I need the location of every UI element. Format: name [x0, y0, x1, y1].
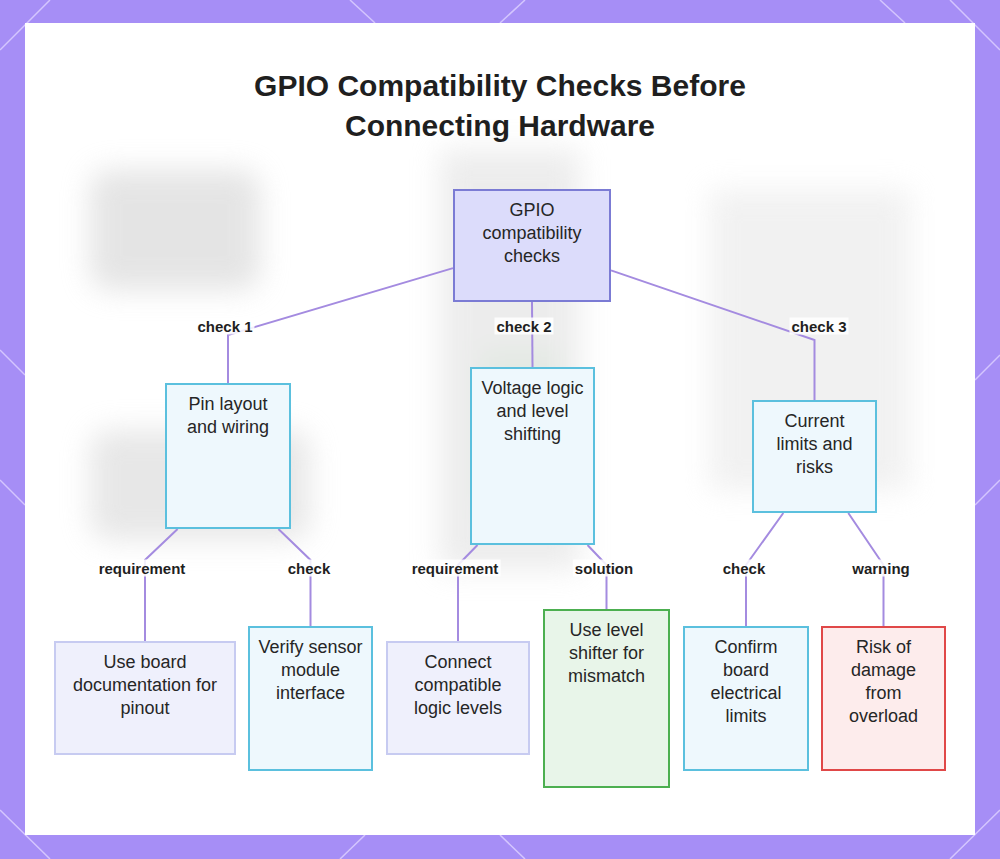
- connector-line: [531, 302, 534, 367]
- connector-line: [145, 529, 178, 641]
- connector-line: [278, 529, 310, 626]
- connector-line: [611, 270, 815, 400]
- node-text: Voltage logic and level shifting: [480, 377, 585, 446]
- node-text: Confirm board electrical limits: [693, 636, 799, 728]
- check-box: Voltage logic and level shifting: [470, 367, 595, 545]
- node-text: GPIO compatibility checks: [463, 199, 601, 268]
- solution-box: Use level shifter for mismatch: [543, 609, 670, 788]
- connector-line: [228, 268, 453, 383]
- node-text: Connect compatible logic levels: [396, 651, 520, 720]
- edge-label: warning: [850, 560, 912, 577]
- node-text: Verify sensor module interface: [258, 636, 363, 705]
- edge-label: solution: [573, 560, 635, 577]
- node-text: Pin layout and wiring: [175, 393, 281, 439]
- requirement-box: Use board documentation for pinout: [54, 641, 236, 755]
- root-box: GPIO compatibility checks: [453, 189, 611, 302]
- edge-label: check 1: [195, 318, 254, 335]
- check-box: Pin layout and wiring: [165, 383, 291, 529]
- check-box: Confirm board electrical limits: [683, 626, 809, 771]
- requirement-box: Connect compatible logic levels: [386, 641, 530, 755]
- check-box: Verify sensor module interface: [248, 626, 373, 771]
- node-text: Current limits and risks: [762, 410, 867, 479]
- warning-box: Risk of damage from overload: [821, 626, 946, 771]
- connector-line: [588, 545, 607, 609]
- edge-label: requirement: [410, 560, 501, 577]
- edge-label: check 2: [494, 318, 553, 335]
- node-text: Use level shifter for mismatch: [553, 619, 660, 688]
- edge-label: check 3: [789, 318, 848, 335]
- edge-label: check: [286, 560, 333, 577]
- edge-label: requirement: [97, 560, 188, 577]
- node-text: Use board documentation for pinout: [64, 651, 226, 720]
- node-text: Risk of damage from overload: [831, 636, 936, 728]
- check-box: Current limits and risks: [752, 400, 877, 513]
- edge-label: check: [721, 560, 768, 577]
- diagram-title: GPIO Compatibility Checks Before Connect…: [200, 66, 800, 146]
